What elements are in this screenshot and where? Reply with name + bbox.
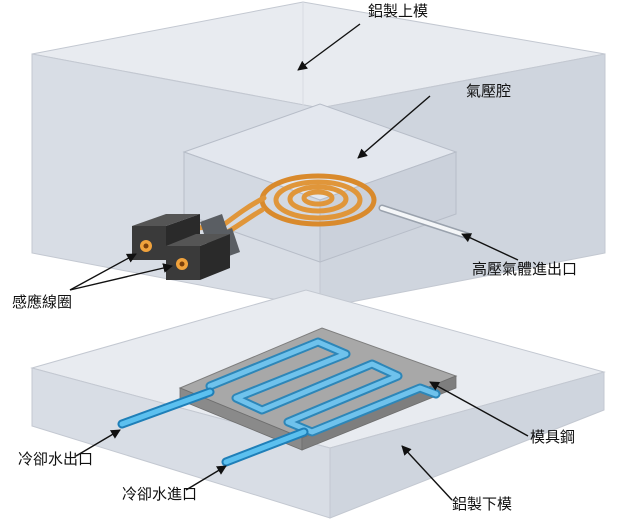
label-upper-mold: 鋁製上模 [368,2,429,20]
lower-mold-right-face [329,371,605,519]
upper-aluminum-mold [31,1,606,309]
label-cooling-water-inlet: 冷卻水進口 [122,485,198,503]
arrow-air-chamber [357,95,431,159]
arrow-cooling-outlet [75,429,121,457]
arrow-induction-coil-2 [69,263,173,291]
label-cooling-water-outlet: 冷卻水出口 [18,450,94,468]
coil-connector-2 [166,228,240,280]
cooling-water-outlet-pipe [117,387,215,429]
arrow-gas-inlet [461,233,519,261]
label-lower-mold: 鋁製下模 [452,495,513,513]
cooling-channel [205,337,441,437]
arrow-mold-steel [429,381,529,437]
gas-pipe [378,204,472,240]
label-mold-steel: 模具鋼 [530,428,576,446]
leader-arrows [69,23,529,501]
arrow-lower-mold [401,445,453,501]
label-gas-inlet-outlet: 高壓氣體進出口 [472,260,578,278]
arrow-upper-mold [297,23,361,71]
arrow-induction-coil-1 [69,253,137,291]
label-air-chamber: 氣壓腔 [466,82,512,100]
label-induction-coil: 感應線圈 [12,293,73,311]
arrow-cooling-inlet [185,465,227,491]
cooling-water-inlet-pipe [221,427,309,467]
